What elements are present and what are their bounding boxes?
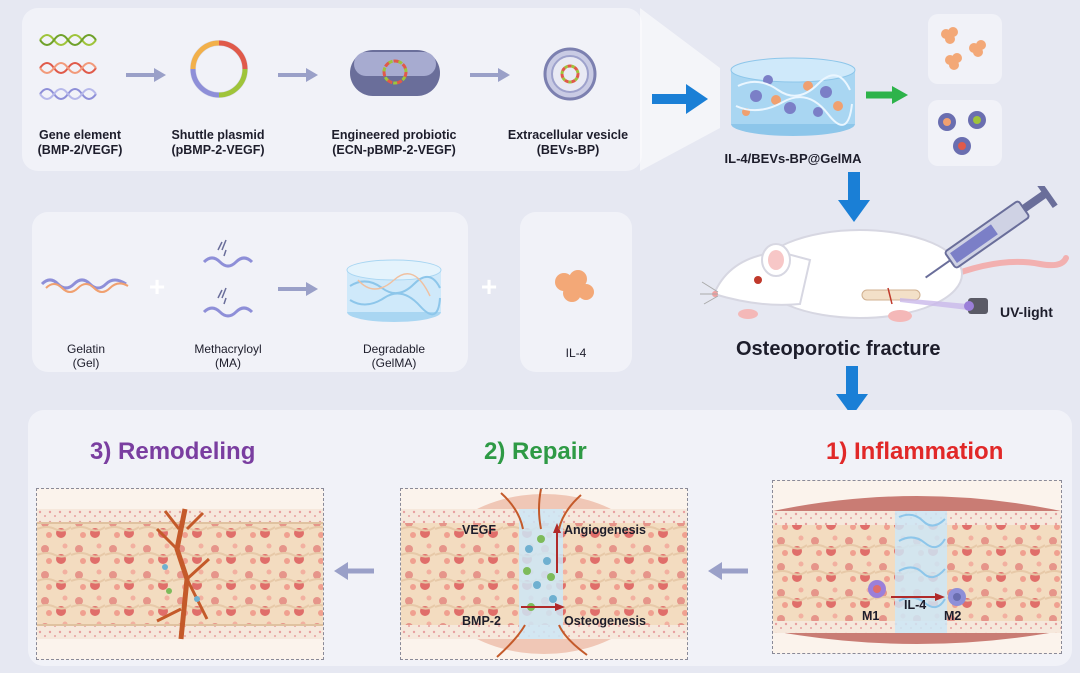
projection-beam xyxy=(640,8,720,171)
osteogenesis-label: Osteogenesis xyxy=(564,614,646,628)
gelma-label-2: (GelMA) xyxy=(371,356,417,370)
il4-arrow-label: IL-4 xyxy=(904,598,927,612)
plasmid-icon xyxy=(190,40,248,98)
il4-protein-icon xyxy=(941,27,986,70)
probiotic-label-1: Engineered probiotic xyxy=(331,128,457,142)
gene-label-2: (BMP-2/VEGF) xyxy=(37,143,123,157)
inflammation-title: 1) Inflammation xyxy=(826,438,1004,465)
top-panel xyxy=(22,8,642,171)
vegf-label: VEGF xyxy=(462,523,497,537)
gelatin-icon xyxy=(40,278,129,293)
bmp2-label: BMP-2 xyxy=(462,614,501,628)
plus-icon: + xyxy=(480,271,498,302)
angiogenesis-label: Angiogenesis xyxy=(564,523,646,537)
hydrogel-icon xyxy=(730,57,856,136)
arrow-icon xyxy=(126,68,166,82)
arrow-blue-icon xyxy=(652,84,708,114)
ma-label-2: (MA) xyxy=(215,356,241,370)
ma-label-1: Methacryloyl xyxy=(194,342,262,356)
plasmid-label-2: (pBMP-2-VEGF) xyxy=(171,143,265,157)
il4-cluster-icon xyxy=(555,270,594,302)
inflammation-bone-panel xyxy=(772,480,1062,654)
hydrogel-label: IL-4/BEVs-BP@GelMA xyxy=(724,151,862,166)
vesicle-cluster-icon xyxy=(938,111,986,155)
gene-label-1: Gene element xyxy=(39,128,121,142)
mouse-illustration xyxy=(700,186,1069,322)
plasmid-label-1: Shuttle plasmid xyxy=(171,128,265,142)
m1-label: M1 xyxy=(862,609,880,623)
repair-title: 2) Repair xyxy=(484,438,587,465)
probiotic-label-2: (ECN-pBMP-2-VEGF) xyxy=(332,143,456,157)
methacryloyl-icon xyxy=(202,239,254,318)
mouse-title: Osteoporotic fracture xyxy=(736,338,941,360)
arrow-down-icon xyxy=(838,172,870,222)
repair-bone-panel xyxy=(400,488,688,660)
uv-light-label: UV-light xyxy=(1000,304,1053,320)
arrow-icon xyxy=(278,282,318,296)
vesicle-label-2: (BEVs-BP) xyxy=(536,143,600,157)
arrow-icon xyxy=(278,68,318,82)
gelatin-label-1: Gelatin xyxy=(66,342,106,356)
il4-label: IL-4 xyxy=(565,346,587,360)
remodeling-title: 3) Remodeling xyxy=(90,438,256,465)
remodeling-bone-panel xyxy=(36,488,324,660)
m2-label: M2 xyxy=(944,609,962,623)
plus-icon: + xyxy=(148,271,166,302)
vesicle-label-1: Extracellular vesicle xyxy=(507,128,629,142)
gelatin-label-2: (Gel) xyxy=(72,356,100,370)
arrow-left-icon xyxy=(334,562,374,580)
arrow-icon xyxy=(470,68,510,82)
probiotic-icon xyxy=(350,50,440,96)
vesicle-icon xyxy=(543,47,597,101)
arrow-green-icon xyxy=(866,86,908,104)
arrow-left-icon xyxy=(708,562,748,580)
il4-release-box xyxy=(928,14,1002,84)
gene-element-icon xyxy=(39,34,97,100)
gelma-label-1: Degradable xyxy=(362,342,426,356)
gelma-icon xyxy=(346,259,442,322)
vesicle-release-box xyxy=(928,100,1002,166)
arrow-down-icon xyxy=(836,366,868,416)
